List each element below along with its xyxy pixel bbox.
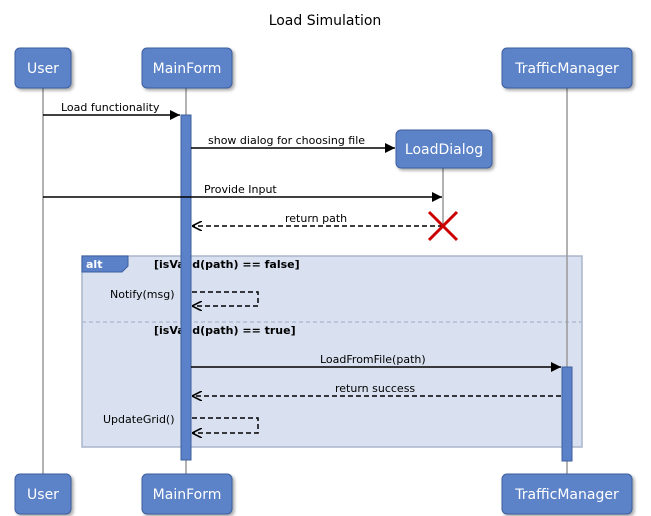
participant-loaddialog — [395, 129, 493, 169]
diagram-title: Load Simulation — [269, 13, 382, 29]
message-label-return-path: return path — [285, 212, 347, 225]
participant-trafficmanager-top — [501, 47, 633, 89]
participant-trafficmanager-bottom-label: TrafficManager — [514, 487, 619, 503]
participant-mainform-top — [141, 47, 233, 89]
message-label-load-functionality: Load functionality — [61, 101, 160, 114]
participant-trafficmanager-top-label: TrafficManager — [514, 61, 619, 77]
participant-trafficmanager-bottom — [501, 473, 633, 515]
alt-operator-tab — [81, 255, 129, 273]
participant-user-top — [14, 47, 72, 89]
activation-trafficmanager — [561, 366, 573, 462]
participant-user-bottom — [14, 473, 72, 515]
message-label-load-from-file: LoadFromFile(path) — [320, 353, 426, 366]
message-label-return-success: return success — [335, 382, 415, 395]
message-label-provide-input: Provide Input — [204, 183, 277, 196]
message-arrow-update-grid — [192, 417, 259, 433]
alt-operator-label: alt — [86, 258, 102, 271]
message-arrow-notify — [192, 291, 259, 306]
participant-loaddialog-label: LoadDialog — [405, 142, 483, 158]
destroy-marker-loaddialog — [427, 210, 459, 242]
alt-fragment — [81, 255, 583, 448]
participant-user-top-label: User — [27, 61, 59, 77]
participant-mainform-bottom-label: MainForm — [153, 487, 222, 503]
message-label-update-grid: UpdateGrid() — [103, 413, 175, 426]
message-label-show-dialog: show dialog for choosing file — [208, 134, 365, 147]
participant-mainform-bottom — [141, 473, 233, 515]
guard-valid-path: [isValid(path) == true] — [154, 324, 296, 337]
message-label-notify: Notify(msg) — [110, 288, 175, 301]
guard-invalid-path: [isValid(path) == false] — [154, 258, 300, 271]
activation-mainform — [180, 114, 192, 461]
participant-user-bottom-label: User — [27, 487, 59, 503]
participant-mainform-top-label: MainForm — [153, 61, 222, 77]
